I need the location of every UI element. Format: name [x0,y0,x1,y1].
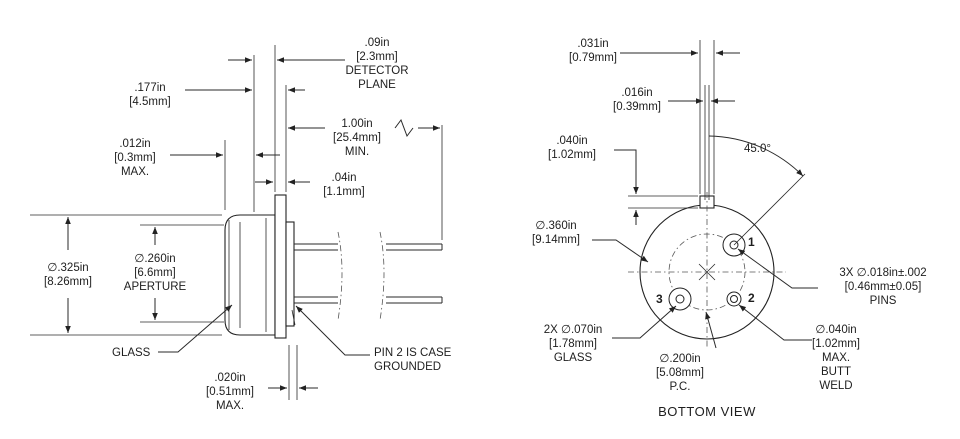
package-outline [224,194,296,339]
detector-plane-in: .09in [365,37,390,49]
glass-line2: [1.78mm] [549,338,597,350]
dim-012-in: .012in [119,138,150,150]
lead-length-note: MIN. [345,146,369,158]
dim-016-in: .016in [621,87,652,99]
header [285,221,295,327]
detector-plane-label-1: DETECTOR [345,65,408,77]
dim-012-mm: [0.3mm] [114,152,156,164]
pitch-circle-in: ∅.200in [659,353,700,365]
dim-031-in: .031in [577,38,608,50]
pin-number-1: 1 [748,235,755,249]
butt-weld-line2: BUTT [821,366,851,378]
butt-weld-mm: [1.02mm] [812,338,860,350]
dim-020-note: MAX. [216,400,244,412]
detector-plane-mm: [2.3mm] [356,51,398,63]
glass-line1: 2X ∅.070in [544,324,603,336]
diameter-360-in: ∅.360in [535,220,576,232]
bottom-view-labels: .031in [0.79mm] .016in [0.39mm] .040in [… [532,38,927,419]
detector-plane-label-2: PLANE [358,79,396,91]
dim-040-tab-mm: [1.02mm] [548,149,596,161]
leads [294,231,443,321]
dim-040-tab-in: .040in [556,135,587,147]
diameter-325-in: ∅.325in [47,262,88,274]
side-view: .09in [2.3mm] DETECTOR PLANE .177in [4.5… [30,37,452,412]
butt-weld-in: ∅.040in [815,324,856,336]
aperture-label: APERTURE [124,281,187,293]
pitch-circle-label: P.C. [670,381,691,393]
diameter-360-mm: [9.14mm] [532,234,580,246]
dim-012-note: MAX. [121,166,149,178]
pin2-note-line1: PIN 2 IS CASE [374,347,452,359]
angle-label: 45.0° [744,143,771,155]
dim-04-in: .04in [332,172,357,184]
bottom-dimension-lines [592,40,818,349]
bottom-view-title: BOTTOM VIEW [658,404,756,419]
pin-2 [730,295,738,303]
dim-020-mm: [0.51mm] [206,386,254,398]
lead-length-mm: [25.4mm] [333,132,381,144]
diameter-325-mm: [8.26mm] [44,276,92,288]
pin-number-3: 3 [656,292,663,306]
side-view-labels: .09in [2.3mm] DETECTOR PLANE .177in [4.5… [44,37,452,412]
pins-line1: 3X ∅.018in±.002 [839,267,926,279]
dim-177-mm: [4.5mm] [129,96,171,108]
cap [224,214,276,336]
aperture-mm: [6.6mm] [134,267,176,279]
glass-label: GLASS [112,347,151,359]
flange [274,194,287,339]
dim-020-in: .020in [214,372,245,384]
butt-weld-line1: MAX. [822,352,850,364]
pin-3 [675,294,685,304]
pins-line3: PINS [870,295,897,307]
bottom-view: 1 2 3 [532,38,927,419]
pitch-circle-mm: [5.08mm] [656,367,704,379]
aperture-in: ∅.260in [134,253,175,265]
pin2-note-line2: GROUNDED [374,361,441,373]
dim-031-mm: [0.79mm] [569,52,617,64]
lead-length-in: 1.00in [341,118,372,130]
dim-177-in: .177in [134,82,165,94]
dim-016-mm: [0.39mm] [613,101,661,113]
glass-line3: GLASS [554,352,593,364]
dim-04-mm: [1.1mm] [323,186,365,198]
dimension-lines [65,57,440,391]
extension-lines [30,45,443,400]
butt-weld-line3: WELD [819,380,852,392]
pin-number-2: 2 [748,291,755,305]
pins-line2: [0.46mm±0.05] [845,281,922,293]
